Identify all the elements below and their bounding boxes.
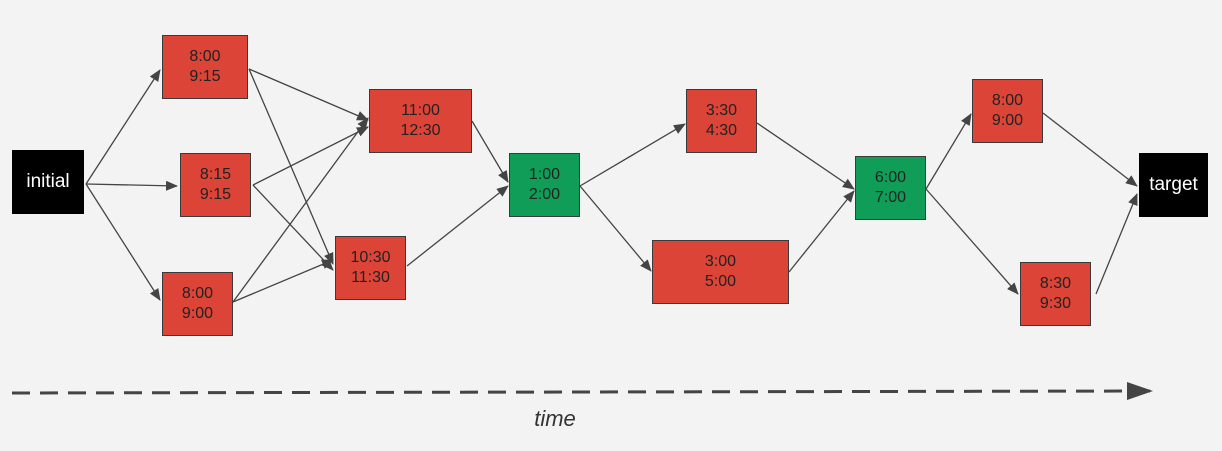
end-time: 9:00: [181, 305, 214, 322]
edge-initial-to-n2: [85, 180, 178, 191]
edge-n2-to-n5: [252, 184, 334, 271]
edge-n7-to-n9: [756, 122, 855, 190]
start-time: 11:00: [401, 102, 440, 119]
start-time: 3:00: [704, 253, 737, 270]
node-label: initial: [26, 171, 70, 192]
edge-n6-to-n8: [579, 185, 652, 272]
time-slot-node-n10: 8:00 9:00: [972, 79, 1043, 143]
end-time: 4:30: [705, 122, 738, 139]
edge-initial-to-n1: [85, 69, 161, 185]
end-time: 9:15: [189, 68, 221, 85]
edge-n10-to-target: [1042, 112, 1138, 187]
edge-n8-to-n9: [788, 190, 855, 273]
edge-n3-to-n4: [232, 117, 369, 303]
edge-n1-to-n4: [248, 68, 369, 121]
node-label: target: [1149, 174, 1198, 195]
time-slot-node-n8: 3:00 5:00: [652, 240, 789, 304]
start-time: 8:00: [181, 285, 214, 302]
edge-initial-to-n3: [85, 183, 161, 301]
time-slot-node-n7: 3:30 4:30: [686, 89, 757, 153]
edge-n5-to-n6: [406, 185, 509, 267]
initial-node: initial: [12, 150, 84, 214]
time-slot-node-n9: 6:00 7:00: [855, 156, 926, 220]
edge-n11-to-target: [1095, 193, 1138, 295]
end-time: 12:30: [400, 122, 441, 139]
target-node: target: [1139, 153, 1208, 217]
time-axis-label: time: [534, 406, 576, 431]
edge-n4-to-n6: [471, 120, 509, 183]
end-time: 11:30: [351, 269, 390, 286]
time-slot-node-n2: 8:15 9:15: [180, 153, 251, 217]
end-time: 9:15: [199, 186, 232, 203]
time-slot-node-n5: 10:30 11:30: [335, 236, 406, 300]
end-time: 7:00: [874, 189, 907, 206]
start-time: 8:15: [199, 166, 232, 183]
time-axis-arrow: [11, 382, 1153, 401]
time-slot-node-n6: 1:00 2:00: [509, 153, 580, 217]
start-time: 8:00: [189, 48, 221, 65]
edge-n3-to-n5: [232, 259, 334, 303]
end-time: 9:00: [991, 112, 1024, 129]
start-time: 10:30: [350, 249, 391, 266]
end-time: 5:00: [704, 273, 737, 290]
edge-n9-to-n11: [925, 188, 1019, 295]
end-time: 2:00: [528, 186, 561, 203]
end-time: 9:30: [1039, 295, 1072, 312]
time-slot-node-n1: 8:00 9:15: [162, 35, 248, 99]
start-time: 8:00: [991, 92, 1024, 109]
time-slot-node-n4: 11:00 12:30: [369, 89, 472, 153]
start-time: 6:00: [874, 169, 907, 186]
edge-n2-to-n4: [252, 126, 369, 186]
start-time: 3:30: [705, 102, 738, 119]
start-time: 1:00: [528, 166, 561, 183]
edge-n6-to-n7: [579, 123, 686, 187]
time-slot-node-n11: 8:30 9:30: [1020, 262, 1091, 326]
start-time: 8:30: [1039, 275, 1072, 292]
edge-n9-to-n10: [925, 113, 972, 190]
time-slot-node-n3: 8:00 9:00: [162, 272, 233, 336]
